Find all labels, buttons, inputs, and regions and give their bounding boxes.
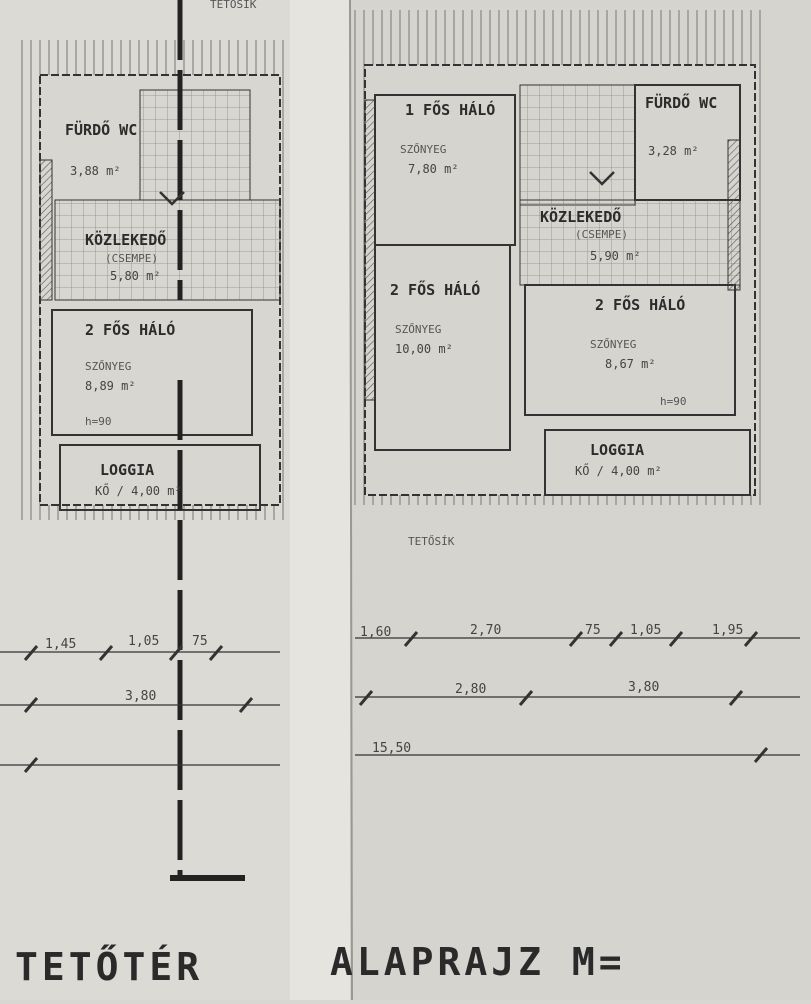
- paper-fold: [290, 0, 350, 1000]
- drawing-title-right: ALAPRAJZ M=: [330, 940, 626, 984]
- room-name: KÖZLEKEDŐ: [85, 229, 166, 249]
- left-plan: [20, 0, 285, 881]
- dimension-label: 1,60: [360, 625, 391, 640]
- dimension-total: 15,50: [372, 741, 411, 756]
- roof-label: TETŐSÍK: [210, 0, 257, 11]
- room-name: 1 FŐS HÁLÓ: [405, 99, 495, 119]
- right-dimensions: [355, 631, 800, 763]
- room-area: 7,80 m²: [408, 162, 459, 176]
- room-floor: SZŐNYEG: [395, 322, 441, 336]
- room-floor: SZŐNYEG: [85, 359, 131, 373]
- room-area: 8,89 m²: [85, 379, 136, 393]
- room-name: LOGGIA: [590, 441, 644, 459]
- room-name: 2 FŐS HÁLÓ: [85, 319, 175, 339]
- roof-label: TETŐSÍK: [408, 534, 455, 548]
- room-floor: (CSEMPE): [575, 228, 628, 241]
- room-floor: SZŐNYEG: [400, 142, 446, 156]
- room-area: 8,67 m²: [605, 357, 656, 371]
- room-name: FÜRDŐ WC: [65, 119, 137, 139]
- left-room-labels: FÜRDŐ WC 3,88 m² KÖZLEKEDŐ (CSEMPE) 5,80…: [65, 0, 257, 498]
- room-area: 5,80 m²: [110, 269, 161, 283]
- room-area: 3,88 m²: [70, 164, 121, 178]
- parapet-height: h=90: [660, 395, 687, 408]
- room-name: LOGGIA: [100, 461, 154, 479]
- dimension-label: 2,80: [455, 682, 486, 697]
- room-name: FÜRDŐ WC: [645, 92, 717, 112]
- drawing-title-left: TETŐTÉR: [15, 945, 203, 989]
- dimension-label: 1,05: [630, 623, 661, 638]
- room-area: KŐ / 4,00 m²: [575, 463, 662, 478]
- right-room-labels: 1 FŐS HÁLÓ SZŐNYEG 7,80 m² FÜRDŐ WC 3,28…: [390, 92, 717, 548]
- parapet-height: h=90: [85, 415, 112, 428]
- dimension-label: 2,70: [470, 623, 501, 638]
- left-dimensions: [0, 645, 280, 773]
- room-area: 5,90 m²: [590, 249, 641, 263]
- room-area: 10,00 m²: [395, 342, 453, 356]
- right-plan: [348, 10, 768, 505]
- dimension-label: 1,45: [45, 637, 76, 652]
- room-name: KÖZLEKEDŐ: [540, 206, 621, 226]
- room-name: 2 FŐS HÁLÓ: [390, 279, 480, 299]
- room-name: 2 FŐS HÁLÓ: [595, 294, 685, 314]
- room-floor: (CSEMPE): [105, 252, 158, 265]
- dimension-label: 3,80: [125, 689, 156, 704]
- dimension-label: 3,80: [628, 680, 659, 695]
- room-area: 3,28 m²: [648, 144, 699, 158]
- dimension-label: 75: [192, 634, 208, 649]
- dimension-label: 75: [585, 623, 601, 638]
- dimension-label: 1,05: [128, 634, 159, 649]
- room-area: KŐ / 4,00 m²: [95, 483, 182, 498]
- dimension-label: 1,95: [712, 623, 743, 638]
- room-floor: SZŐNYEG: [590, 337, 636, 351]
